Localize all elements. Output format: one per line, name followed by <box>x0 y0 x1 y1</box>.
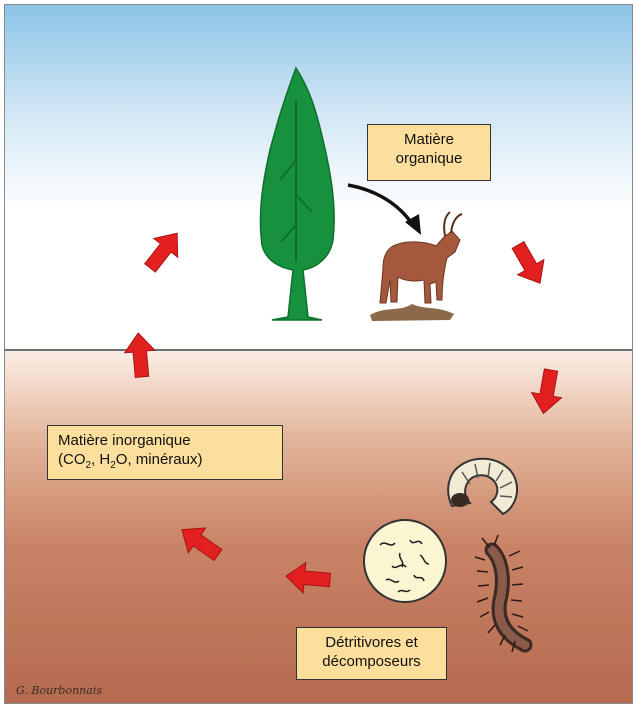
microbe-icon <box>364 520 446 602</box>
grub-icon <box>448 459 517 514</box>
detritivores-label: Détritivores et décomposeurs <box>296 627 447 680</box>
arrow-icon <box>528 367 566 416</box>
inorganic-label-line1: Matière inorganique <box>58 431 275 450</box>
organic-label-line1: Matière <box>375 130 483 149</box>
arrow-icon <box>505 237 554 291</box>
detritivores-label-line2: décomposeurs <box>304 652 439 671</box>
arrow-icon <box>138 224 189 278</box>
inorganic-mid: , H <box>91 451 110 468</box>
inorganic-matter-label: Matière inorganique (CO2, H2O, minéraux) <box>47 425 283 480</box>
tree-icon <box>260 68 334 320</box>
detritivores-label-line1: Détritivores et <box>304 633 439 652</box>
inorganic-label-line2: (CO2, H2O, minéraux) <box>58 450 275 469</box>
arrow-icon <box>173 517 227 567</box>
inorganic-open: (CO <box>58 451 86 468</box>
cycle-arrows <box>123 224 566 595</box>
millipede-icon <box>475 535 528 652</box>
organic-label-line2: organique <box>375 149 483 168</box>
inorganic-close: O, minéraux) <box>116 451 203 468</box>
transfer-arrow-icon <box>348 185 421 235</box>
organic-matter-label: Matière organique <box>367 124 491 181</box>
arrow-icon <box>123 332 157 379</box>
author-signature: G. Bourbonnais <box>16 684 102 697</box>
arrow-icon <box>285 561 332 595</box>
